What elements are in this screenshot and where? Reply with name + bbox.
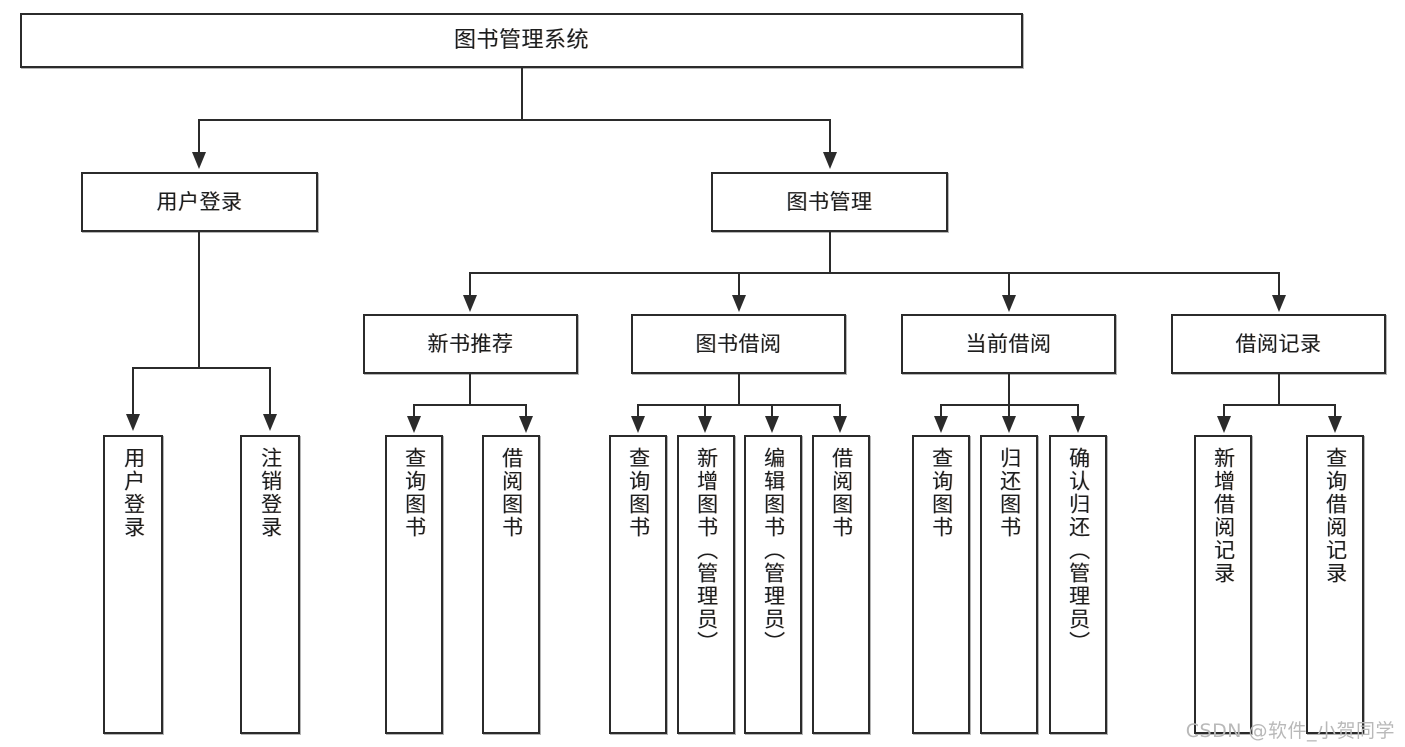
csdn-watermark: CSDN @软件_小贺同学 xyxy=(1185,720,1395,742)
node-label: 查询图书 xyxy=(402,447,427,539)
leaf-borrow-record-query-record[interactable]: 查询借阅记录 xyxy=(1306,435,1364,734)
connector-current-borrow-drop-2 xyxy=(1008,404,1010,418)
connector-current-borrow-drop-1 xyxy=(940,404,942,418)
node-label: 借阅图书 xyxy=(829,447,854,539)
node-book-management[interactable]: 图书管理 xyxy=(711,172,948,232)
arrowhead-book-borrow-2 xyxy=(698,416,712,433)
leaf-new-book-query-books[interactable]: 查询图书 xyxy=(385,435,443,734)
connector-root-stem xyxy=(521,68,523,120)
connector-borrow-record-drop-1 xyxy=(1223,404,1225,418)
node-label: 新增借阅记录 xyxy=(1211,447,1236,585)
arrowhead-new-book-1 xyxy=(407,416,421,433)
connector-borrow-record-bus xyxy=(1224,404,1336,406)
connector-new-book-drop-1 xyxy=(413,404,415,418)
node-label: 查询图书 xyxy=(929,447,954,539)
leaf-current-borrow-confirm-return-admin[interactable]: 确认归还（管理员） xyxy=(1049,435,1107,734)
node-label: 用户登录 xyxy=(121,447,146,539)
node-label: 确认归还（管理员） xyxy=(1066,447,1091,654)
leaf-user-login-login[interactable]: 用户登录 xyxy=(103,435,163,734)
arrowhead-level3-1 xyxy=(463,295,477,312)
connector-book-borrow-stem xyxy=(738,374,740,405)
arrowhead-book-borrow-3 xyxy=(765,416,779,433)
arrowhead-current-borrow-1 xyxy=(934,416,948,433)
leaf-book-borrow-edit-book-admin[interactable]: 编辑图书（管理员） xyxy=(744,435,802,734)
connector-user-login-drop-2 xyxy=(269,367,271,417)
arrowhead-borrow-record-1 xyxy=(1217,416,1231,433)
node-user-login[interactable]: 用户登录 xyxy=(81,172,318,232)
connector-book-borrow-drop-2 xyxy=(704,404,706,418)
connector-user-login-drop-1 xyxy=(132,367,134,417)
connector-new-book-stem xyxy=(469,374,471,405)
connector-level3-drop-1 xyxy=(469,272,471,300)
connector-level3-drop-2 xyxy=(738,272,740,300)
arrowhead-level3-2 xyxy=(732,295,746,312)
node-new-book-recommend[interactable]: 新书推荐 xyxy=(363,314,578,374)
node-label: 借阅图书 xyxy=(499,447,524,539)
connector-level3-drop-3 xyxy=(1008,272,1010,300)
node-label: 图书借阅 xyxy=(695,331,782,356)
node-label: 用户登录 xyxy=(156,189,243,214)
arrowhead-level2-1 xyxy=(192,152,206,169)
connector-level2-drop-1 xyxy=(198,119,200,155)
connector-book-borrow-drop-3 xyxy=(771,404,773,418)
arrowhead-level3-4 xyxy=(1272,295,1286,312)
arrowhead-borrow-record-2 xyxy=(1328,416,1342,433)
connector-book-borrow-drop-4 xyxy=(839,404,841,418)
arrowhead-new-book-2 xyxy=(519,416,533,433)
connector-current-borrow-drop-3 xyxy=(1077,404,1079,418)
node-label: 查询图书 xyxy=(626,447,651,539)
leaf-current-borrow-return-books[interactable]: 归还图书 xyxy=(980,435,1038,734)
leaf-current-borrow-query-books[interactable]: 查询图书 xyxy=(912,435,970,734)
arrowhead-level3-3 xyxy=(1002,295,1016,312)
node-label: 注销登录 xyxy=(258,447,283,539)
node-label: 图书管理系统 xyxy=(453,27,589,53)
connector-level2-bus xyxy=(199,119,831,121)
connector-borrow-record-drop-2 xyxy=(1334,404,1336,418)
node-label: 新增图书（管理员） xyxy=(694,447,719,654)
arrowhead-current-borrow-2 xyxy=(1002,416,1016,433)
connector-user-login-bus xyxy=(133,367,270,369)
arrowhead-user-login-2 xyxy=(263,414,277,431)
node-current-borrow[interactable]: 当前借阅 xyxy=(901,314,1116,374)
arrowhead-level2-2 xyxy=(823,152,837,169)
arrowhead-book-borrow-1 xyxy=(631,416,645,433)
leaf-book-borrow-add-book-admin[interactable]: 新增图书（管理员） xyxy=(677,435,735,734)
connector-user-login-stem xyxy=(198,232,200,368)
node-book-borrow[interactable]: 图书借阅 xyxy=(631,314,846,374)
connector-current-borrow-stem xyxy=(1008,374,1010,405)
leaf-book-borrow-query-books[interactable]: 查询图书 xyxy=(609,435,667,734)
node-label: 图书管理 xyxy=(786,189,873,214)
connector-borrow-record-stem xyxy=(1278,374,1280,405)
connector-new-book-drop-2 xyxy=(525,404,527,418)
node-label: 查询借阅记录 xyxy=(1323,447,1348,585)
node-label: 新书推荐 xyxy=(427,331,514,356)
node-label: 当前借阅 xyxy=(965,331,1052,356)
node-label: 编辑图书（管理员） xyxy=(761,447,786,654)
arrowhead-current-borrow-3 xyxy=(1071,416,1085,433)
connector-level2-drop-2 xyxy=(829,119,831,155)
connector-book-borrow-drop-1 xyxy=(637,404,639,418)
node-root-book-management-system[interactable]: 图书管理系统 xyxy=(20,13,1023,68)
node-borrow-record[interactable]: 借阅记录 xyxy=(1171,314,1386,374)
node-label: 借阅记录 xyxy=(1235,331,1322,356)
leaf-user-login-logout[interactable]: 注销登录 xyxy=(240,435,300,734)
leaf-book-borrow-borrow-books[interactable]: 借阅图书 xyxy=(812,435,870,734)
connector-level3-drop-4 xyxy=(1278,272,1280,300)
leaf-new-book-borrow-books[interactable]: 借阅图书 xyxy=(482,435,540,734)
leaf-borrow-record-add-record[interactable]: 新增借阅记录 xyxy=(1194,435,1252,734)
node-label: 归还图书 xyxy=(997,447,1022,539)
connector-current-borrow-bus xyxy=(941,404,1079,406)
arrowhead-book-borrow-4 xyxy=(833,416,847,433)
connector-level3-bus xyxy=(470,272,1280,274)
connector-new-book-bus xyxy=(414,404,527,406)
connector-book-borrow-bus xyxy=(638,404,841,406)
connector-book-management-stem xyxy=(829,232,831,273)
arrowhead-user-login-1 xyxy=(126,414,140,431)
